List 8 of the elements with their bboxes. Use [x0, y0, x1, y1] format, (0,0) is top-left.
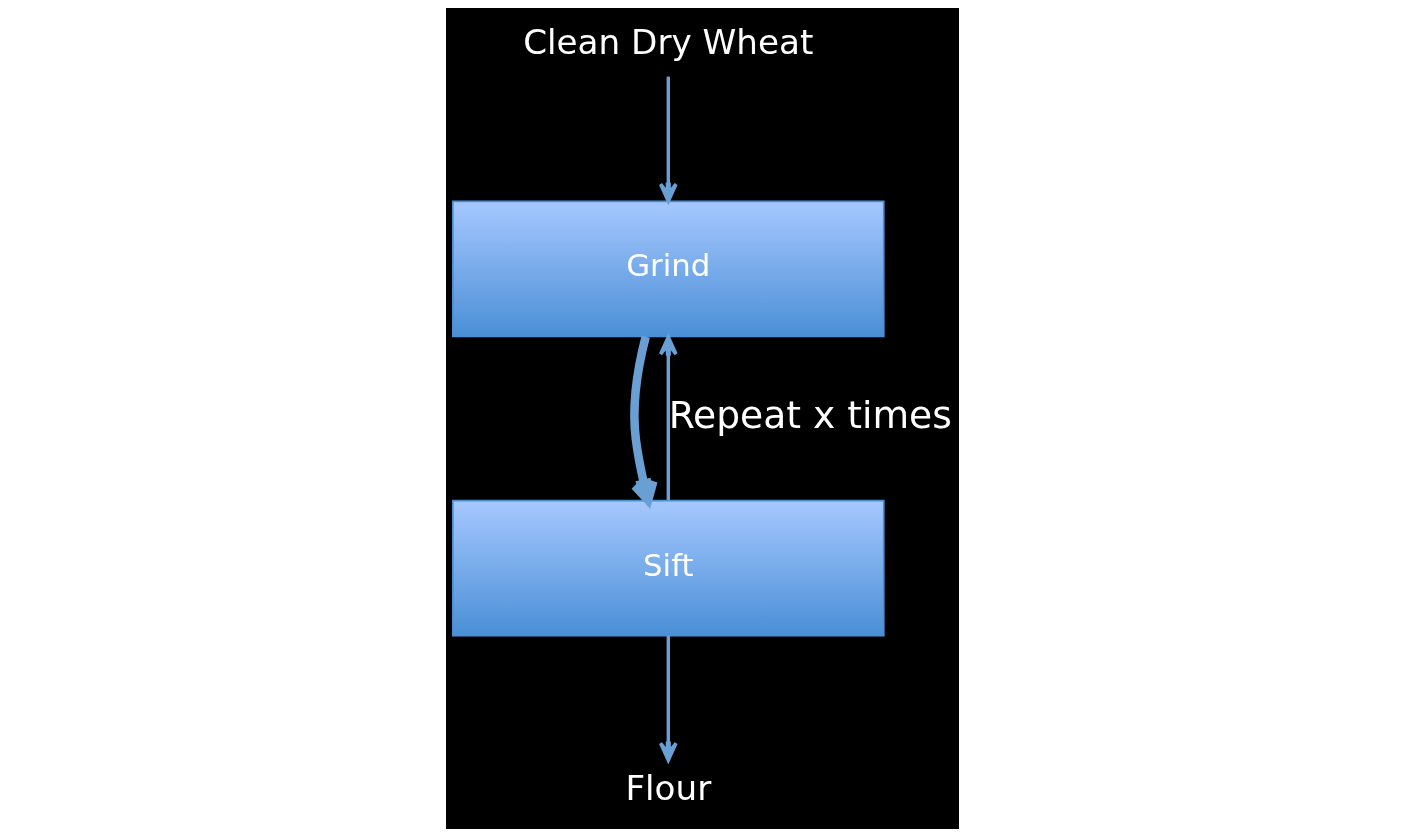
- arrow: [658, 635, 678, 762]
- node-box: Grind: [451, 200, 885, 338]
- arrow: [658, 335, 678, 501]
- node-text: Flour: [624, 767, 711, 808]
- edge-label: Repeat x times: [668, 393, 952, 438]
- node-text: Clean Dry Wheat: [522, 22, 813, 63]
- arrow: [658, 76, 678, 203]
- node-box: Sift: [451, 499, 885, 637]
